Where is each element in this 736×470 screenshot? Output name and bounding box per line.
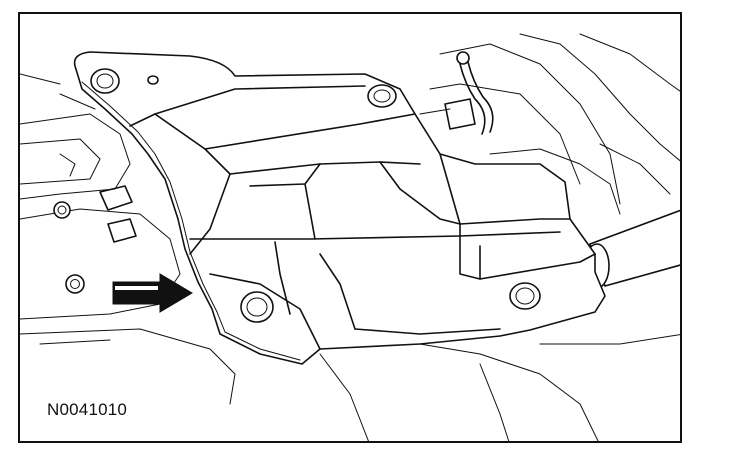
figure-id-label: N0041010	[47, 400, 128, 419]
hose-right	[584, 209, 680, 289]
illustration-frame: N0041010	[18, 12, 682, 443]
engine-cover-illustration	[20, 33, 680, 441]
mount-hole-bottom-left	[240, 291, 274, 323]
mount-hole-bottom-right	[509, 282, 541, 310]
arrow-icon	[112, 273, 193, 313]
background-components-left	[20, 73, 236, 405]
bolt-left-upper	[53, 201, 71, 219]
engine-cover	[73, 51, 606, 365]
wiring-connector	[419, 51, 494, 135]
mount-hole-top-left	[90, 68, 120, 94]
mount-hole-top-center	[367, 84, 397, 108]
background-components-right	[319, 33, 680, 441]
bolt-left-lower	[65, 274, 85, 294]
small-pin-top	[147, 75, 159, 85]
